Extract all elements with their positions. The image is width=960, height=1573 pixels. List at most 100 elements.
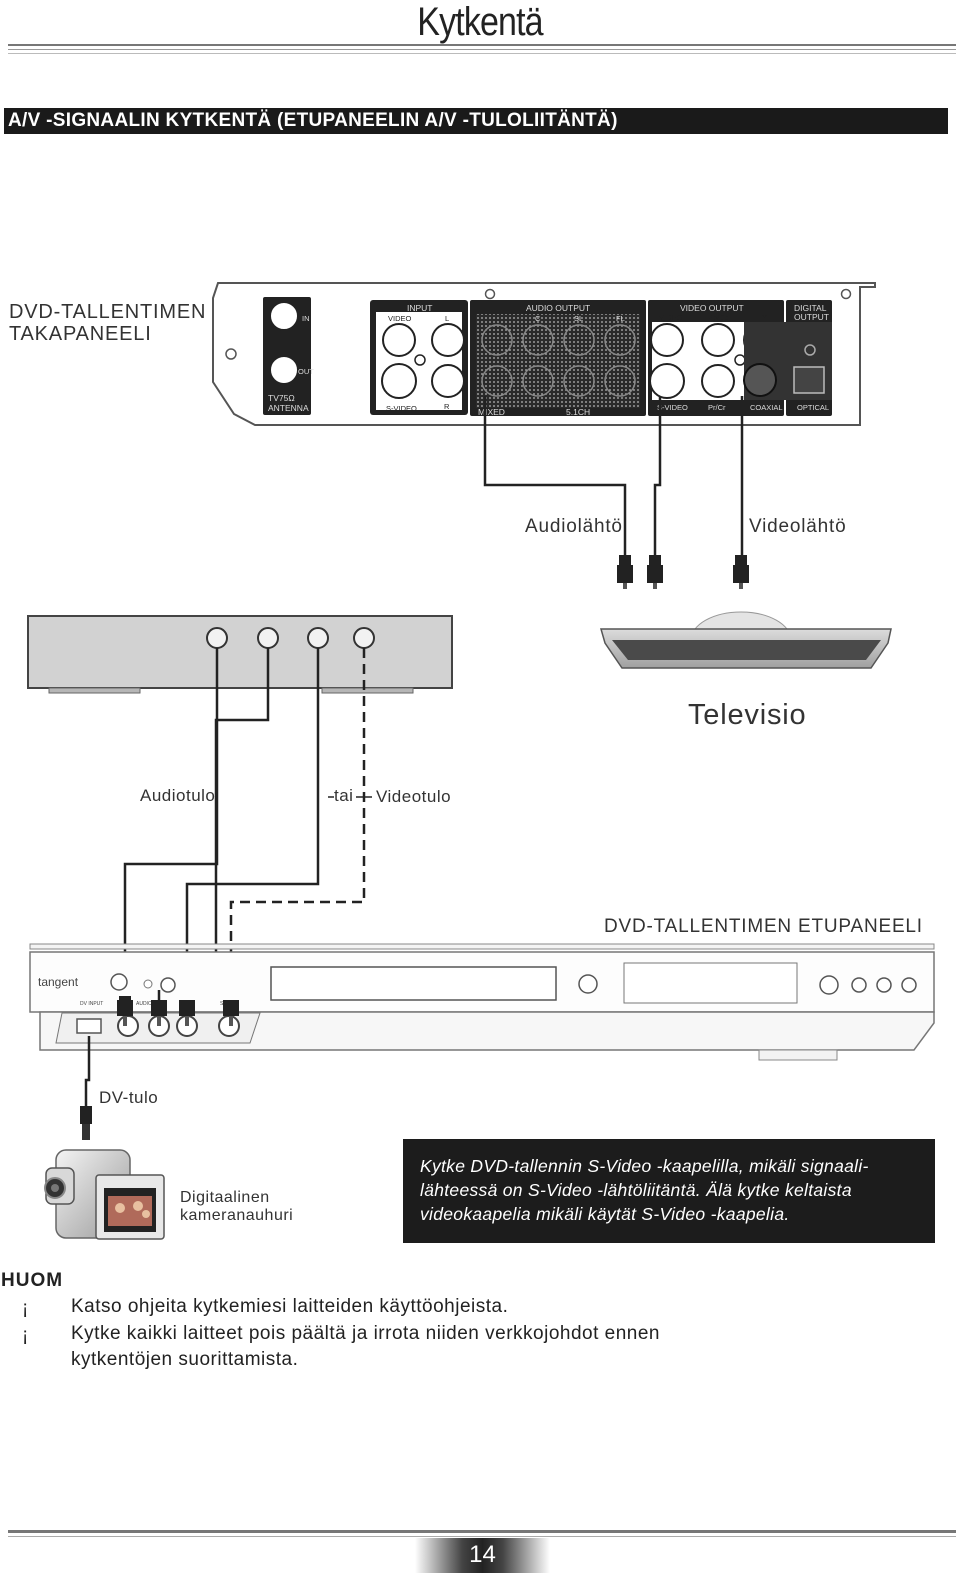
c-label: C xyxy=(535,314,541,323)
audio-out-label: Audiolähtö xyxy=(525,516,623,537)
rca-plugs xyxy=(617,555,749,589)
optical-label: OPTICAL xyxy=(797,403,829,412)
footer-rule xyxy=(8,1530,956,1533)
television-illustration xyxy=(600,611,892,669)
source-device xyxy=(27,615,453,694)
open-close-button xyxy=(578,974,598,994)
source-jack xyxy=(353,627,375,649)
front-panel xyxy=(29,943,935,1061)
mixed-label: MIXED xyxy=(478,407,505,417)
dv-input-label: DV INPUT xyxy=(80,1001,103,1007)
tv-label: Televisio xyxy=(688,699,807,731)
fl-label: FL xyxy=(616,314,625,323)
svideo-note-box: Kytke DVD-tallennin S-Video -kaapelilla,… xyxy=(403,1139,935,1243)
section-title: A/V -SIGNAALIN KYTKENTÄ (ETUPANEELIN A/V… xyxy=(4,108,948,134)
y-label: Y xyxy=(762,313,767,322)
control-button xyxy=(876,977,892,993)
screw-hole xyxy=(225,348,237,360)
page-number-box xyxy=(415,1538,550,1573)
svideo-in-jack xyxy=(381,363,417,399)
r-label: R xyxy=(444,402,450,411)
antenna-out-jack xyxy=(269,355,299,385)
screw-hole xyxy=(484,288,496,300)
control-button xyxy=(851,977,867,993)
s-video-out-label: S-VIDEO xyxy=(657,403,688,412)
coaxial-label: COAXIAL xyxy=(750,403,783,412)
huom-item: kytkentöjen suorittamista. xyxy=(71,1349,299,1370)
out-label: OUT xyxy=(298,367,314,376)
camcorder-illustration xyxy=(44,1149,165,1240)
huom-title: HUOM xyxy=(1,1270,64,1291)
front-plugs xyxy=(117,996,239,1026)
rear-panel-label-line1: DVD-TALLENTIMEN xyxy=(9,301,207,323)
front-cables xyxy=(123,648,320,1002)
source-jack xyxy=(206,627,228,649)
rear-cables xyxy=(483,396,744,558)
prcr-label: Pr/Cr xyxy=(708,403,726,412)
display-window xyxy=(623,962,798,1004)
audio-in-label: Audiotulo xyxy=(140,786,216,805)
control-button xyxy=(901,977,917,993)
sl-label: SL xyxy=(574,314,583,323)
svideo-label: S-VIDEO xyxy=(386,404,417,413)
ch-label: 5.1CH xyxy=(566,407,590,417)
note-line: Kytke DVD-tallennin S-Video -kaapelilla,… xyxy=(420,1156,869,1176)
video-out-label: VIDEO xyxy=(659,313,683,322)
or-label: tai xyxy=(334,786,354,805)
video-in-label: Videotulo xyxy=(376,787,452,806)
disc-tray xyxy=(270,966,557,1001)
pr-cr-jack xyxy=(701,364,735,398)
s-label: S xyxy=(220,1001,224,1007)
video-out-jack xyxy=(650,323,684,357)
note-line: videokaapelia mikäli käytät S-Video -kaa… xyxy=(420,1204,790,1224)
video-in-label: VIDEO xyxy=(388,314,412,323)
front-panel-label: DVD-TALLENTIMEN ETUPANEELI xyxy=(604,916,923,937)
digital-output-label-2: OUTPUT xyxy=(794,312,829,322)
antenna-in-jack xyxy=(269,301,299,331)
audio-l-in-jack xyxy=(431,323,465,357)
screw-hole xyxy=(840,288,852,300)
header-rule-bottom xyxy=(8,53,956,54)
digital-output-label: DIGITAL xyxy=(794,303,827,313)
audio-r-in-jack xyxy=(431,364,465,398)
dv-cable xyxy=(80,1036,92,1140)
camcorder-label: Digitaalinen kameranauhuri xyxy=(180,1189,293,1225)
camcorder-label-line1: Digitaalinen xyxy=(180,1189,270,1206)
svideo-out-jack xyxy=(649,363,685,399)
video-in-jack xyxy=(382,323,416,357)
source-jack xyxy=(307,627,329,649)
footer-rule-thin xyxy=(8,1536,956,1537)
source-jack xyxy=(257,627,279,649)
page-title: Kytkentä xyxy=(417,0,543,44)
front-video-jack xyxy=(117,1015,139,1037)
header-rule-mid xyxy=(8,49,956,50)
huom-item: Kytke kaikki laitteet pois päältä ja irr… xyxy=(71,1323,660,1344)
video-output-label: VIDEO OUTPUT xyxy=(680,303,744,313)
bullet-marker: ¡ xyxy=(22,1298,29,1319)
audio-label: AUDIO xyxy=(136,1001,152,1007)
coaxial-jack xyxy=(743,363,777,397)
page-number: 14 xyxy=(469,1541,496,1568)
bullet-marker: ¡ xyxy=(22,1325,29,1346)
video-out-label: Videolähtö xyxy=(749,516,847,537)
header-rule-top xyxy=(8,44,956,46)
in-label: IN xyxy=(302,314,310,323)
rear-panel xyxy=(212,282,876,426)
control-button xyxy=(819,975,839,995)
pbcb-label: Pb/Cb xyxy=(708,313,729,322)
power-button xyxy=(110,973,128,991)
note-line: lähteessä on S-Video -lähtöliitäntä. Älä… xyxy=(420,1180,852,1200)
brand-logo: tangent xyxy=(38,975,79,989)
antenna-label: TV75Ω xyxy=(268,393,295,403)
camcorder-label-line2: kameranauhuri xyxy=(180,1207,294,1224)
optical-jack xyxy=(793,366,825,394)
antenna-label-2: ANTENNA xyxy=(268,403,309,413)
input-label: INPUT xyxy=(407,303,433,313)
rear-panel-label-line2: TAKAPANEELI xyxy=(9,323,152,345)
l-label: L xyxy=(445,314,449,323)
dv-in-label: DV-tulo xyxy=(99,1088,159,1107)
dv-input-port xyxy=(76,1018,102,1034)
audio-output-label: AUDIO OUTPUT xyxy=(526,303,590,313)
huom-item: Katso ohjeita kytkemiesi laitteiden käyt… xyxy=(71,1296,509,1317)
